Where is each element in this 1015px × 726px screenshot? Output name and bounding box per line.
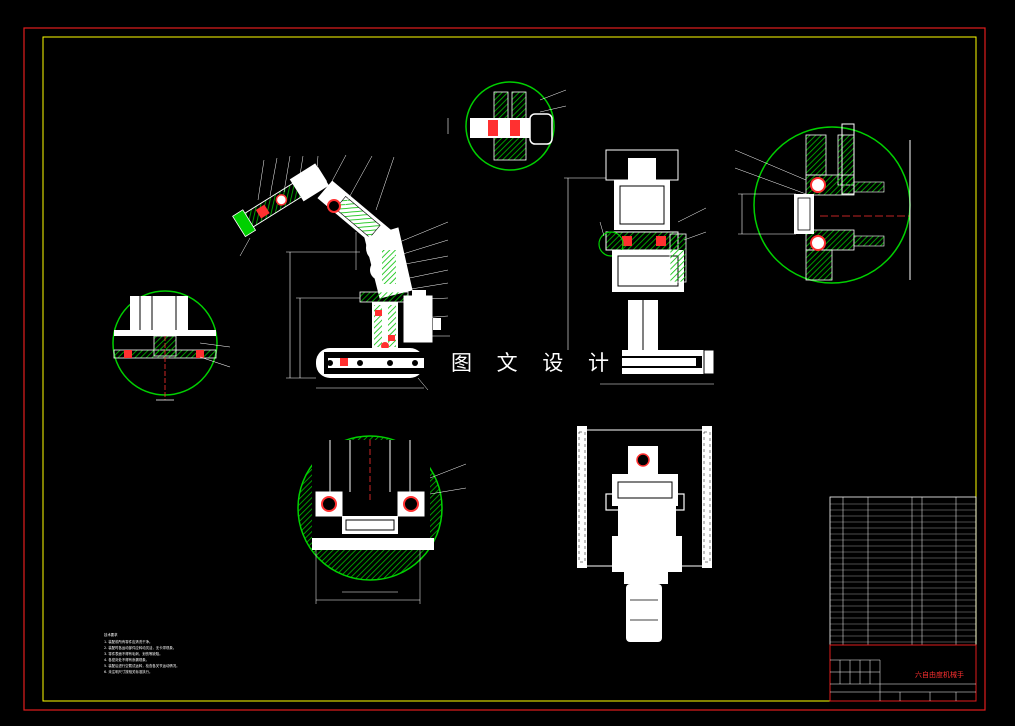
notes-line: 3. 零件表面不得有毛刺、划伤等缺陷。 <box>104 651 163 656</box>
notes-line: 6. 未注明尺寸按相关标准执行。 <box>104 669 152 674</box>
robot-arm-top-view <box>577 426 712 642</box>
drawing-title: 六自由度机械手 <box>915 670 964 679</box>
inner-border <box>42 36 977 702</box>
notes-heading: 技术要求 <box>104 632 118 637</box>
detail-view-left <box>112 290 231 401</box>
detail-view-right <box>734 123 911 284</box>
notes-line: 2. 装配时各运动部件应转动灵活，无卡滞现象。 <box>104 645 176 650</box>
robot-arm-rear-view <box>564 149 715 385</box>
robot-arm-side-view <box>232 154 450 391</box>
detail-view-bottom <box>297 435 467 604</box>
detail-view-top <box>447 81 567 171</box>
technical-notes: 技术要求 1. 装配前所有零件应清洗干净。 2. 装配时各运动部件应转动灵活，无… <box>104 632 180 674</box>
parts-list <box>829 496 977 646</box>
notes-line: 5. 装配后进行空载试运转，检查各关节运动情况。 <box>104 663 180 668</box>
title-block: 六自由度机械手 <box>829 644 977 702</box>
outer-frame <box>23 27 986 711</box>
watermark: 图 文 设 计 <box>447 350 623 376</box>
notes-line: 4. 各密封处不得有渗漏现象。 <box>104 657 149 662</box>
notes-line: 1. 装配前所有零件应清洗干净。 <box>104 639 152 644</box>
